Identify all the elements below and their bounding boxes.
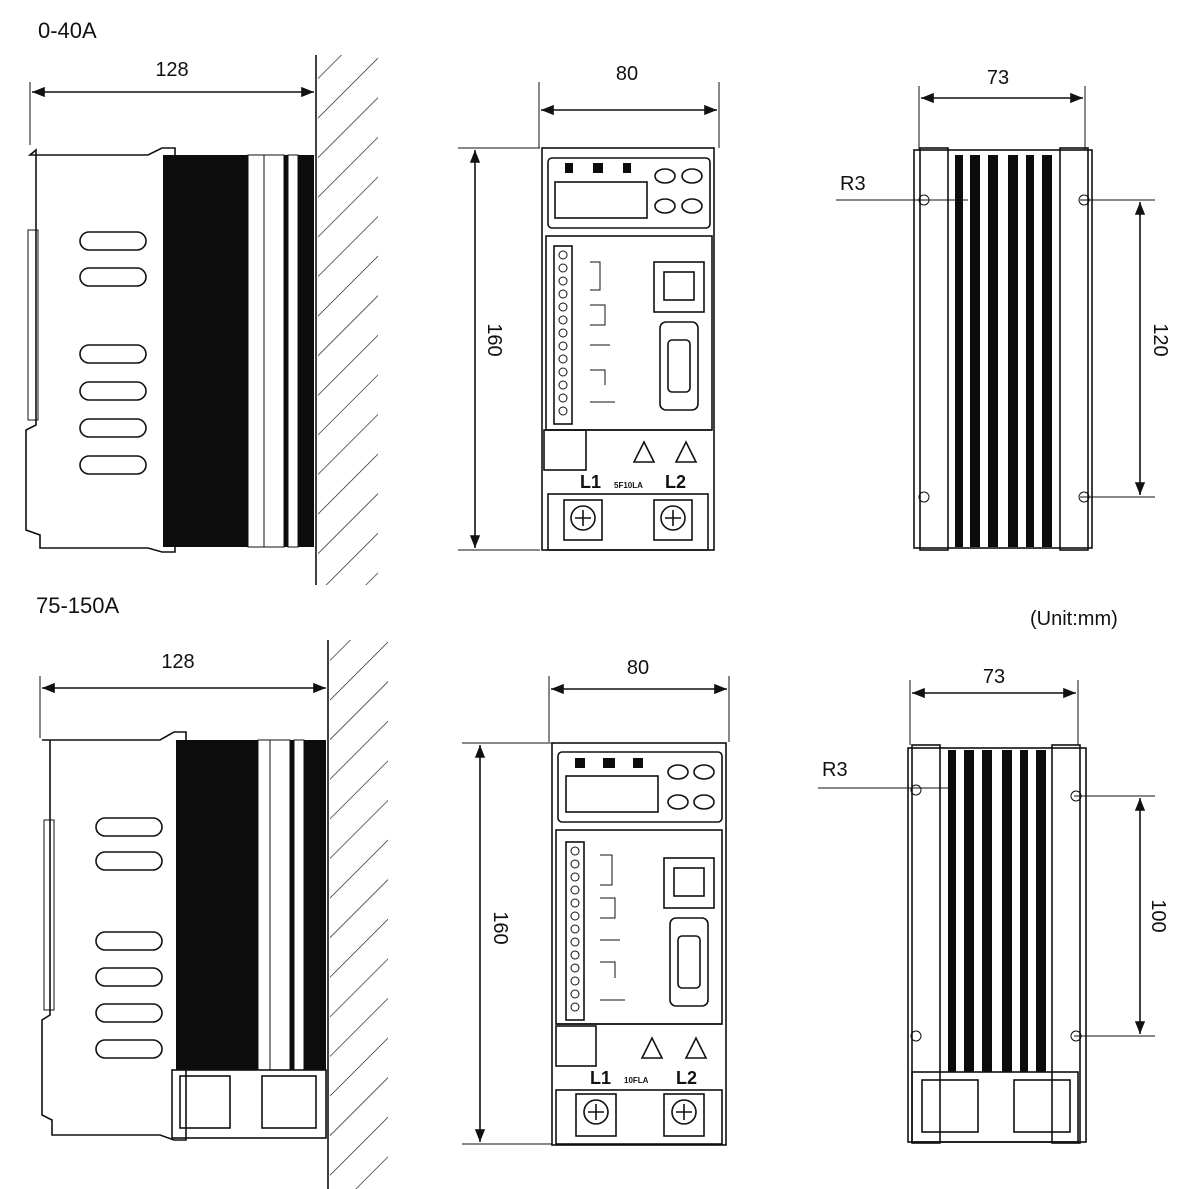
hole-pitch-bottom: 100 (1147, 899, 1169, 932)
rear-view-bottom: 73 R3 100 (818, 666, 1169, 1144)
terminal-label-l1-top: L1 (580, 472, 601, 492)
height-dimension-front-top: 160 (483, 323, 505, 356)
side-view-bottom: 128 (39, 640, 388, 1189)
terminal-label-l1-bottom: L1 (590, 1068, 611, 1088)
width-dimension-front-top: 80 (616, 63, 638, 85)
radius-label-bottom: R3 (822, 759, 848, 781)
rear-view-top: 73 R3 120 (836, 67, 1171, 551)
side-view-top: 128 (25, 55, 378, 585)
terminal-mark-bottom: 10FLA (624, 1076, 649, 1085)
depth-dimension-bottom: 128 (161, 651, 194, 673)
unit-note: (Unit:mm) (1030, 608, 1118, 630)
depth-dimension-top: 128 (155, 59, 188, 81)
width-dimension-rear-top: 73 (987, 67, 1009, 89)
front-view-top: 80 160 L1 5F10LA L2 (458, 63, 720, 551)
hole-pitch-top: 120 (1149, 323, 1171, 356)
terminal-label-l2-top: L2 (665, 472, 686, 492)
range-label-top: 0-40A (38, 18, 97, 43)
range-label-bottom: 75-150A (36, 593, 120, 618)
terminal-mark-top: 5F10LA (614, 481, 643, 490)
width-dimension-rear-bottom: 73 (983, 666, 1005, 688)
terminal-label-l2-bottom: L2 (676, 1068, 697, 1088)
front-view-bottom: 80 160 L1 10FLA L2 (462, 657, 730, 1146)
height-dimension-front-bottom: 160 (489, 911, 511, 944)
width-dimension-front-bottom: 80 (627, 657, 649, 679)
radius-label-top: R3 (840, 173, 866, 195)
